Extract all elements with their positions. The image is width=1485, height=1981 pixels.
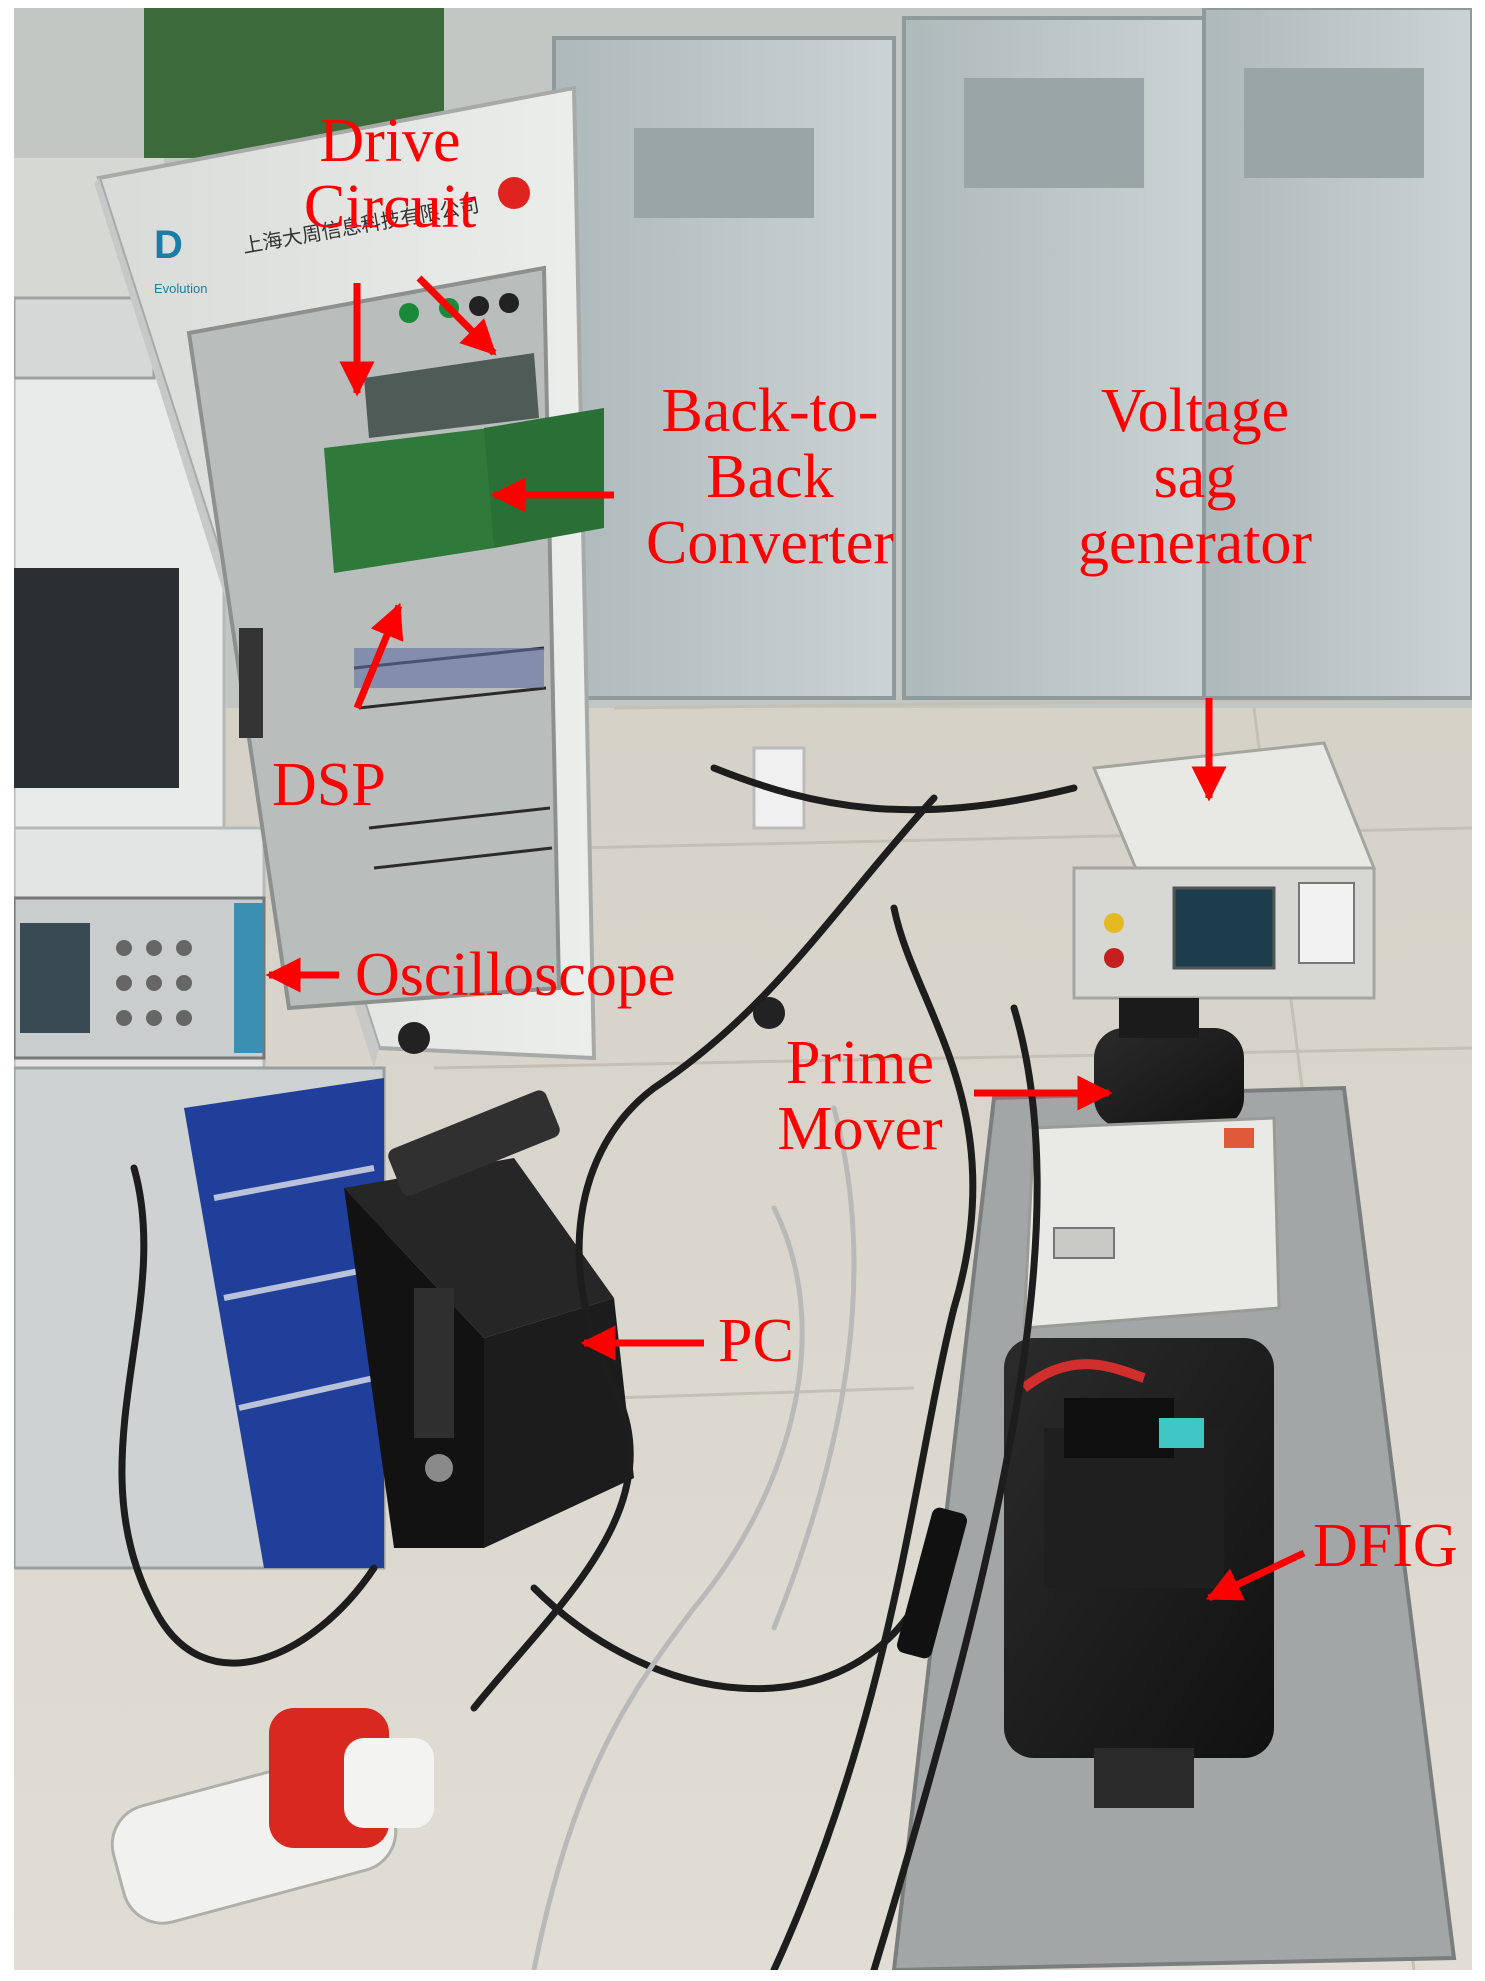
label-dsp: DSP <box>272 751 386 819</box>
cabinet-brand-text: Evolution <box>154 281 207 296</box>
label-mover: Mover <box>777 1095 943 1163</box>
label-converter: Converter <box>646 509 894 577</box>
cables <box>118 764 1078 1970</box>
dfig-machine <box>1004 1338 1274 1808</box>
label-back: Back <box>706 443 834 511</box>
label-back-to-back-converter: Back-to- Back Converter <box>615 378 925 576</box>
coupling-housing <box>1022 1116 1281 1330</box>
label-drive-circuit: Drive Circuit <box>265 108 515 240</box>
grey-cables <box>531 1105 857 1970</box>
label-dfig: DFIG <box>1313 1512 1458 1580</box>
lab-setup-photo: D Evolution 上海大周信息科技有限公司 <box>14 8 1472 1970</box>
label-circuit: Circuit <box>303 173 477 241</box>
arrow-drive-circuit-2 <box>416 275 497 356</box>
arrow-dfig <box>1205 1549 1306 1602</box>
label-generator: generator <box>1077 509 1313 577</box>
annotation-arrows <box>265 275 1306 1602</box>
drawer-cabinet <box>14 1066 386 1570</box>
label-voltage-sag-generator: Voltage sag generator <box>1045 378 1345 576</box>
prime-mover-motor <box>1094 998 1244 1128</box>
current-probe <box>896 1507 968 1659</box>
label-sag: sag <box>1153 443 1237 511</box>
oscilloscope-device <box>14 896 266 1060</box>
label-oscilloscope: Oscilloscope <box>355 941 676 1009</box>
industrial-power-plug <box>110 1708 434 1925</box>
background-cabinets <box>552 8 1472 700</box>
label-pc: PC <box>718 1307 794 1375</box>
voltage-sag-generator-device <box>1072 741 1377 1000</box>
label-prime-mover: Prime Mover <box>755 1030 965 1162</box>
arrow-dsp <box>353 602 404 710</box>
svg-text:D: D <box>154 223 183 267</box>
pc-tower <box>344 1090 634 1548</box>
label-back-to: Back-to- <box>661 377 879 445</box>
label-prime: Prime <box>785 1029 935 1097</box>
label-drive: Drive <box>319 107 461 175</box>
label-voltage: Voltage <box>1100 377 1290 445</box>
